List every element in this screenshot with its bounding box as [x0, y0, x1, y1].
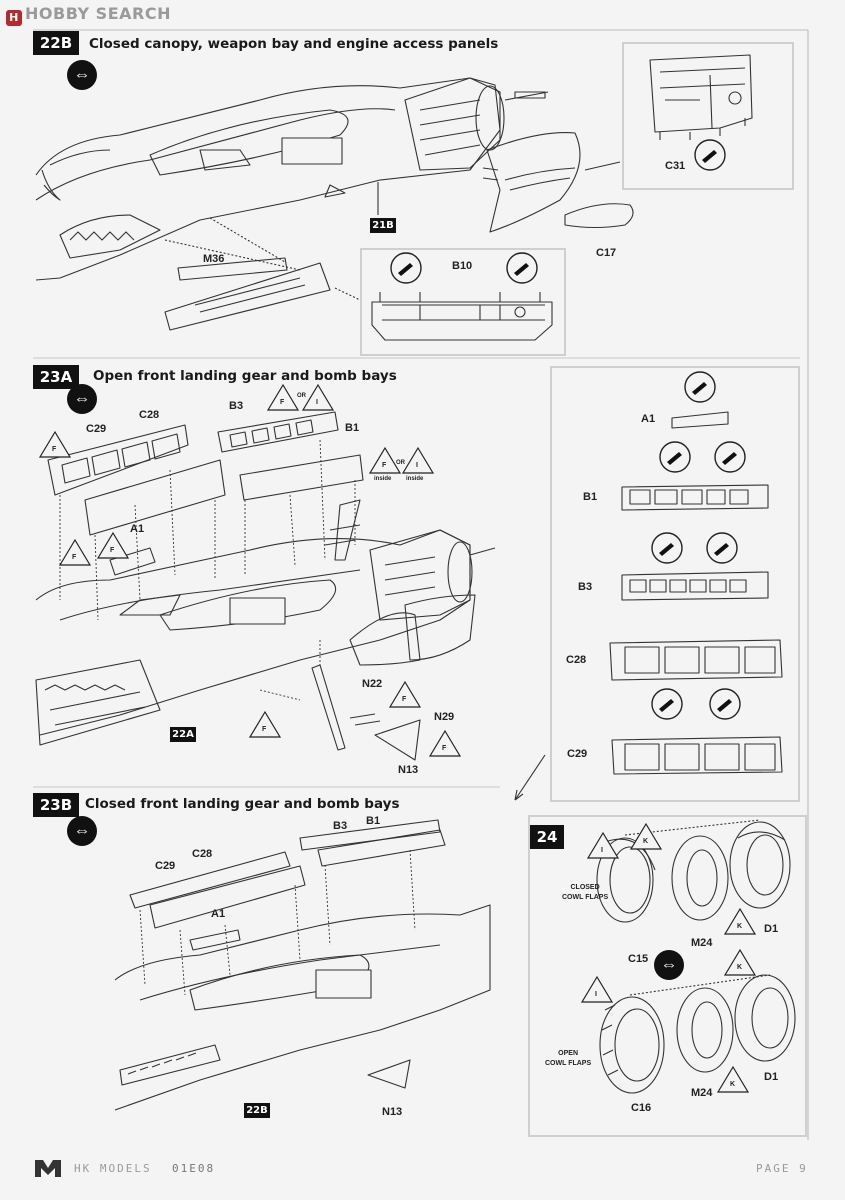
detail-box-23a-parts: [550, 366, 800, 802]
part-label-n22: N22: [362, 678, 383, 690]
marker-f: F: [442, 745, 447, 752]
part-label-m36: M36: [203, 253, 225, 265]
detail-label-b1: B1: [583, 491, 598, 503]
step-24-frame: [528, 815, 807, 1137]
step-23a-title: Open front landing gear and bomb bays: [93, 368, 397, 384]
marker-f: F: [402, 696, 407, 703]
part-label-m24: M24: [691, 1087, 713, 1099]
part-label-c17: C17: [596, 247, 617, 259]
closed-label-line2: COWL FLAPS: [562, 894, 609, 901]
part-label-n29: N29: [434, 711, 455, 723]
part-label-c28: C28: [192, 848, 213, 860]
part-label-b10: B10: [452, 260, 473, 272]
closed-label-line1: CLOSED: [570, 884, 600, 891]
marker-f: F: [110, 547, 115, 554]
footer-brand: HK MODELS: [74, 1162, 152, 1175]
part-label-b3: B3: [229, 400, 244, 412]
open-label-line1: OPEN: [558, 1050, 578, 1057]
marker-k: K: [643, 838, 649, 845]
ref-tag-22a: 22A: [170, 727, 196, 742]
marker-k: K: [737, 923, 743, 930]
step-23b-badge: 23B: [33, 793, 79, 817]
step-22b-badge: 22B: [33, 31, 79, 55]
marker-i: I: [416, 462, 418, 469]
detail-label-a1: A1: [641, 413, 656, 425]
part-label-a1: A1: [211, 908, 226, 920]
hk-models-logo: [33, 1157, 63, 1179]
marker-f: F: [262, 726, 267, 733]
part-label-a1: A1: [130, 523, 145, 535]
part-label-b1: B1: [345, 422, 360, 434]
part-label-c28: C28: [139, 409, 160, 421]
part-label-m24: M24: [691, 937, 713, 949]
marker-or: OR: [396, 460, 405, 466]
marker-inside: inside: [374, 476, 392, 482]
part-label-d1: D1: [764, 923, 779, 935]
marker-inside: inside: [406, 476, 424, 482]
marker-or: OR: [297, 393, 306, 399]
marker-i: I: [595, 991, 597, 998]
part-label-b3: B3: [333, 820, 348, 832]
part-label-n13: N13: [382, 1106, 403, 1118]
marker-i: I: [601, 847, 603, 854]
part-label-d1: D1: [764, 1071, 779, 1083]
rotate-view-icon: ⇔: [67, 816, 97, 846]
rotate-view-icon: ⇔: [67, 60, 97, 90]
part-label-n13: N13: [398, 764, 419, 776]
step-23b-title: Closed front landing gear and bomb bays: [85, 796, 400, 812]
marker-f: F: [72, 554, 77, 561]
open-cowl-flaps-label: OPEN COWL FLAPS: [545, 1049, 591, 1069]
detail-label-c28: C28: [566, 654, 587, 666]
detail-box-c31: [622, 42, 794, 190]
detail-label-b3: B3: [578, 581, 593, 593]
part-label-c16: C16: [631, 1102, 652, 1114]
part-label-c29: C29: [155, 860, 176, 872]
hk-logo-icon: [35, 1160, 61, 1177]
marker-i: I: [316, 399, 318, 406]
watermark-text: HOBBY SEARCH: [25, 4, 171, 23]
step-22b-title: Closed canopy, weapon bay and engine acc…: [89, 36, 499, 52]
marker-f: F: [280, 399, 285, 406]
ref-tag-22b: 22B: [244, 1103, 270, 1118]
marker-f: F: [52, 446, 57, 453]
rotate-view-icon: ⇔: [654, 950, 684, 980]
open-label-line2: COWL FLAPS: [545, 1060, 592, 1067]
page-number: PAGE 9: [756, 1162, 808, 1175]
part-label-c31: C31: [665, 160, 686, 172]
ref-tag-21b: 21B: [370, 218, 396, 233]
part-label-c15: C15: [628, 953, 649, 965]
step-24-badge: 24: [530, 825, 564, 849]
rotate-view-icon: ⇔: [67, 384, 97, 414]
marker-k: K: [730, 1081, 736, 1088]
step-23a-badge: 23A: [33, 365, 79, 389]
closed-cowl-flaps-label: CLOSED COWL FLAPS: [562, 883, 608, 903]
footer-code: 01E08: [172, 1162, 216, 1175]
detail-label-c29: C29: [567, 748, 588, 760]
detail-box-b10: [360, 248, 566, 356]
part-label-b1: B1: [366, 815, 381, 827]
part-label-c29: C29: [86, 423, 107, 435]
marker-f: F: [382, 462, 387, 469]
marker-k: K: [737, 964, 743, 971]
watermark-logo: H: [6, 10, 22, 26]
